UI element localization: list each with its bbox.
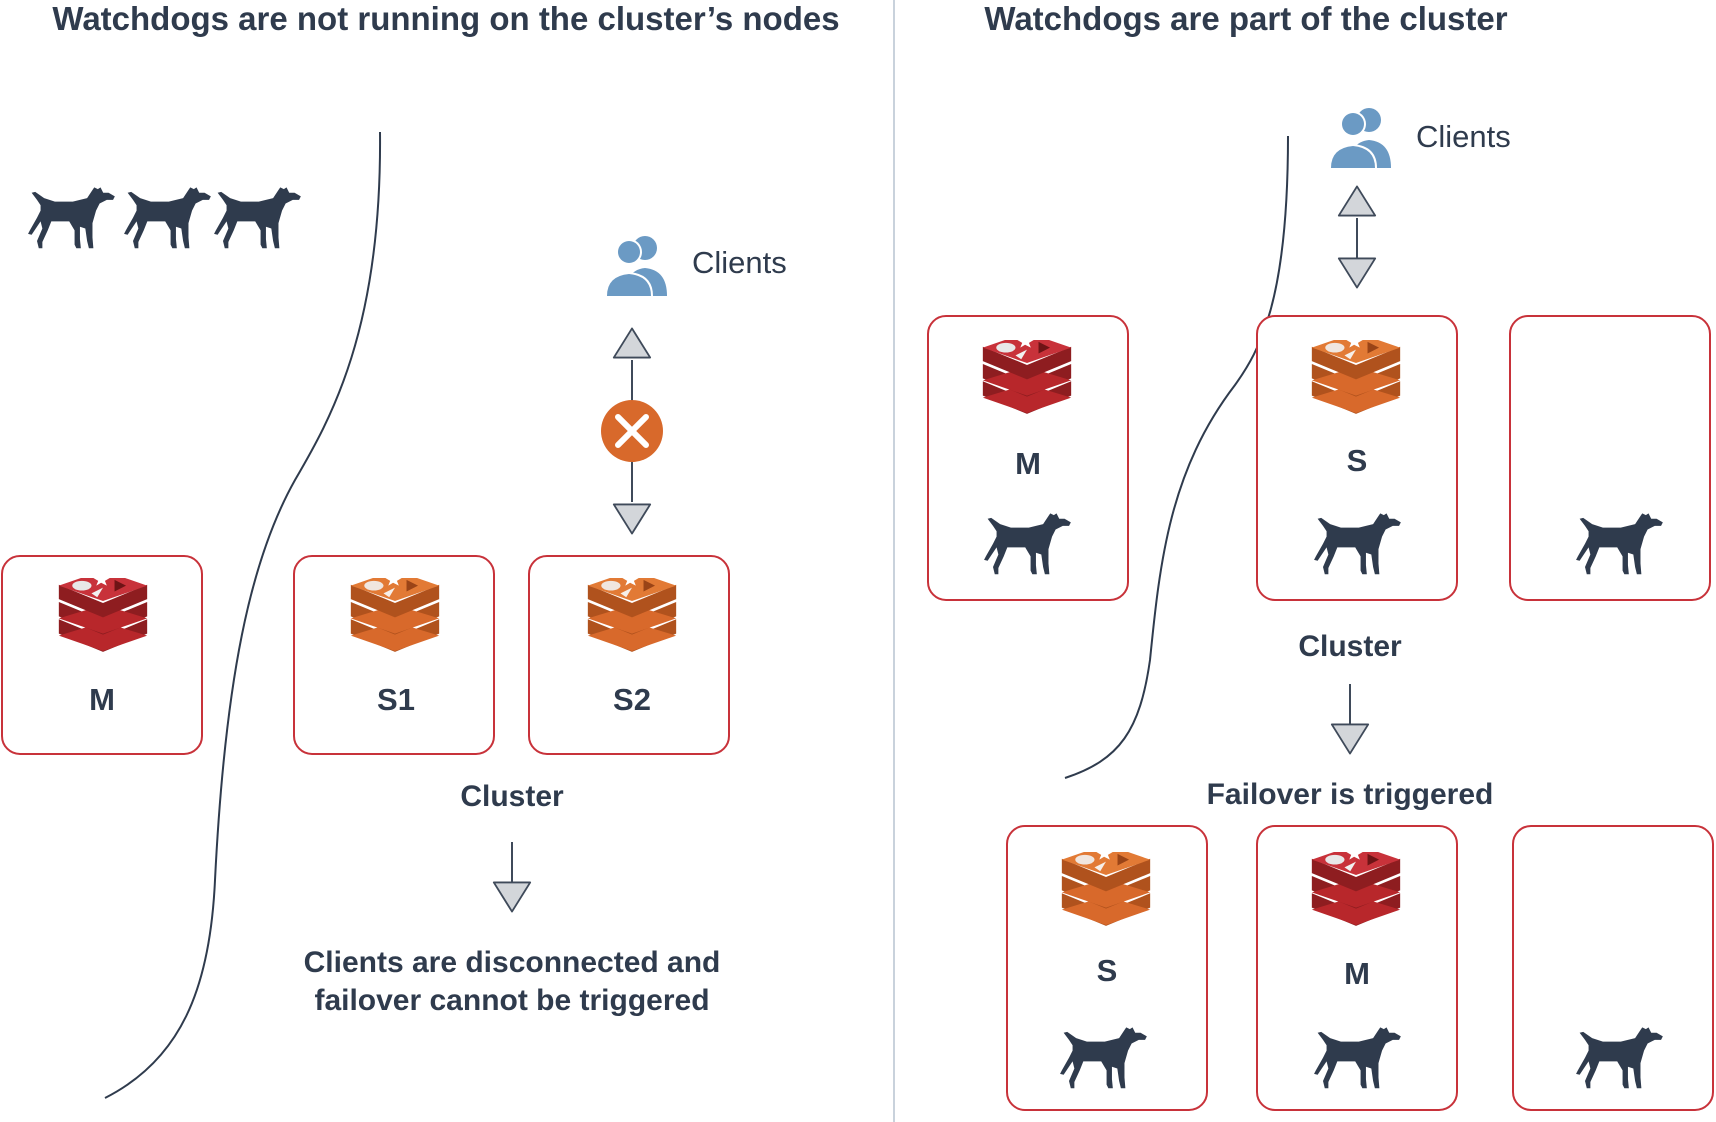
network-boundary-line [104,131,382,1099]
node-box-m [1256,825,1458,1111]
left-panel: Watchdogs are not running on the cluster… [1,0,840,1099]
node-box-s [1006,825,1208,1111]
redis-stack-icon [350,578,440,652]
arrow-down-icon [612,503,652,535]
clients-icon [1329,108,1391,168]
redis-stack-icon [1311,340,1401,414]
node-label-s: S [1097,953,1118,988]
left-result-line-2: failover cannot be triggered [314,984,709,1017]
arrow-down-icon [1337,257,1377,289]
node-label-m: M [89,682,115,717]
dog-icon [28,187,115,249]
node-label-m: M [1015,446,1041,481]
arrow-down-icon [1330,723,1370,755]
node-box-s1 [293,555,495,755]
right-panel: Watchdogs are part of the cluster Client… [927,0,1714,1111]
node-box-m [927,315,1129,601]
node-box-empty [1509,315,1711,601]
left-clients-label: Clients [692,245,787,280]
failover-label: Failover is triggered [1207,778,1494,811]
left-panel-title: Watchdogs are not running on the cluster… [52,0,839,37]
right-cluster-label: Cluster [1298,630,1402,663]
redis-stack-icon [1061,852,1151,926]
right-panel-title: Watchdogs are part of the cluster [984,0,1507,37]
node-box-empty [1512,825,1714,1111]
node-label-s1: S1 [377,682,415,717]
node-box-s2 [528,555,730,755]
redis-stack-icon [982,340,1072,414]
network-boundary-line [1064,135,1289,779]
redis-stack-icon [58,578,148,652]
arrow-down-icon [492,881,532,913]
clients-icon [605,236,667,296]
x-mark [615,414,649,448]
redis-stack-icon [1311,852,1401,926]
redis-stack-icon [587,578,677,652]
left-cluster-label: Cluster [460,780,564,813]
node-label-m: M [1344,956,1370,991]
left-result-line-1: Clients are disconnected and [304,946,721,979]
node-box-m [1,555,203,755]
node-box-s [1256,315,1458,601]
node-label-s: S [1347,443,1368,478]
right-clients-label: Clients [1416,119,1511,154]
dog-icon [124,187,211,249]
dog-icon [214,187,301,249]
node-label-s2: S2 [613,682,651,717]
arrow-up-icon [1337,185,1377,217]
arrow-up-icon [612,327,652,359]
